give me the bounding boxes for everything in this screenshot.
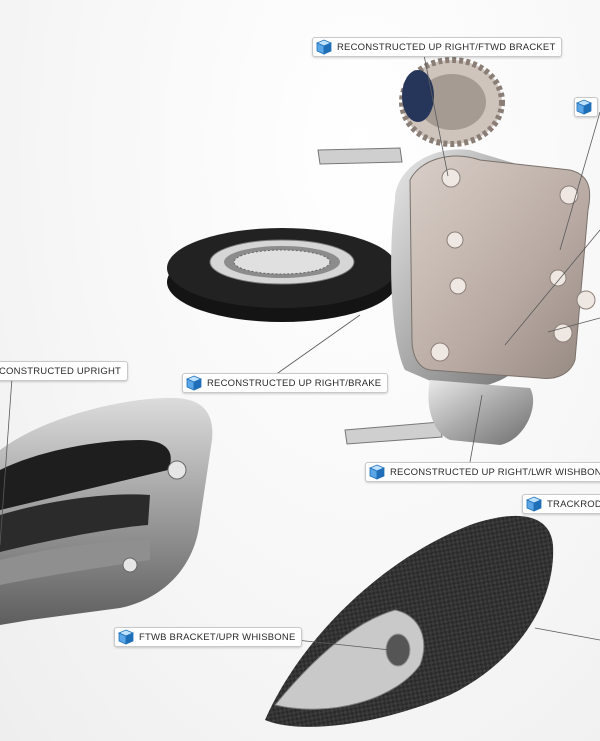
callout-trackrod[interactable]: TRACKROD B (522, 494, 600, 514)
upright-model[interactable] (317, 147, 596, 445)
callout-label: CONSTRUCTED UPRIGHT (0, 365, 122, 377)
callout-partial-icon[interactable] (574, 97, 598, 117)
carbon-fairing-model[interactable] (265, 515, 554, 727)
callout-label: FTWB BRACKET/UPR WHISBONE (139, 631, 296, 643)
callout-label: RECONSTRUCTED UP RIGHT/FTWD BRACKET (337, 41, 556, 53)
callout-upright[interactable]: CONSTRUCTED UPRIGHT (0, 361, 129, 381)
callout-label: RECONSTRUCTED UP RIGHT/LWR WISHBONE (390, 466, 600, 478)
part-cube-icon (575, 99, 593, 115)
callout-brake[interactable]: RECONSTRUCTED UP RIGHT/BRAKE (182, 373, 389, 393)
callout-lwr-wishbone[interactable]: RECONSTRUCTED UP RIGHT/LWR WISHBONE (365, 462, 600, 482)
leader-lines (0, 54, 600, 651)
part-cube-icon (117, 629, 135, 645)
part-cube-icon (185, 375, 203, 391)
part-cube-icon (315, 39, 333, 55)
part-cube-icon (525, 496, 543, 512)
brake-disc-model[interactable] (167, 228, 397, 322)
callout-label: TRACKROD B (547, 498, 600, 510)
part-cube-icon (368, 464, 386, 480)
gear-model[interactable] (399, 57, 505, 147)
callout-upr-wishbone[interactable]: FTWB BRACKET/UPR WHISBONE (114, 627, 303, 647)
callout-label: RECONSTRUCTED UP RIGHT/BRAKE (207, 377, 382, 389)
callout-ftwd-bracket[interactable]: RECONSTRUCTED UP RIGHT/FTWD BRACKET (312, 37, 563, 57)
brake-caliper-model[interactable] (0, 397, 213, 625)
